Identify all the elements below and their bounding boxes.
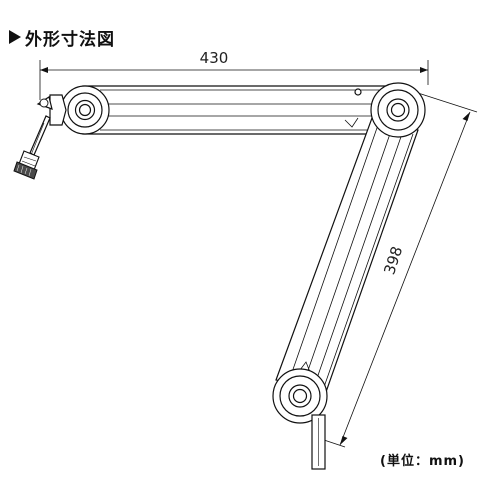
width-dimension-label: 430 <box>200 49 229 67</box>
upper-arm <box>82 85 396 135</box>
bottom-joint <box>272 368 328 424</box>
section-heading: 外形寸法図 <box>9 26 115 50</box>
height-dimension <box>317 92 478 448</box>
mounting-post <box>311 414 326 470</box>
threaded-screw <box>13 161 38 180</box>
mic-adapter <box>13 94 67 180</box>
top-right-joint <box>370 82 426 138</box>
width-dimension <box>39 60 429 100</box>
unit-note: (単位：mm) <box>380 454 465 469</box>
triangle-right-icon <box>9 30 21 44</box>
height-dimension-label: 398 <box>380 244 406 277</box>
lower-arm <box>275 117 419 393</box>
page-title: 外形寸法図 <box>25 29 115 50</box>
